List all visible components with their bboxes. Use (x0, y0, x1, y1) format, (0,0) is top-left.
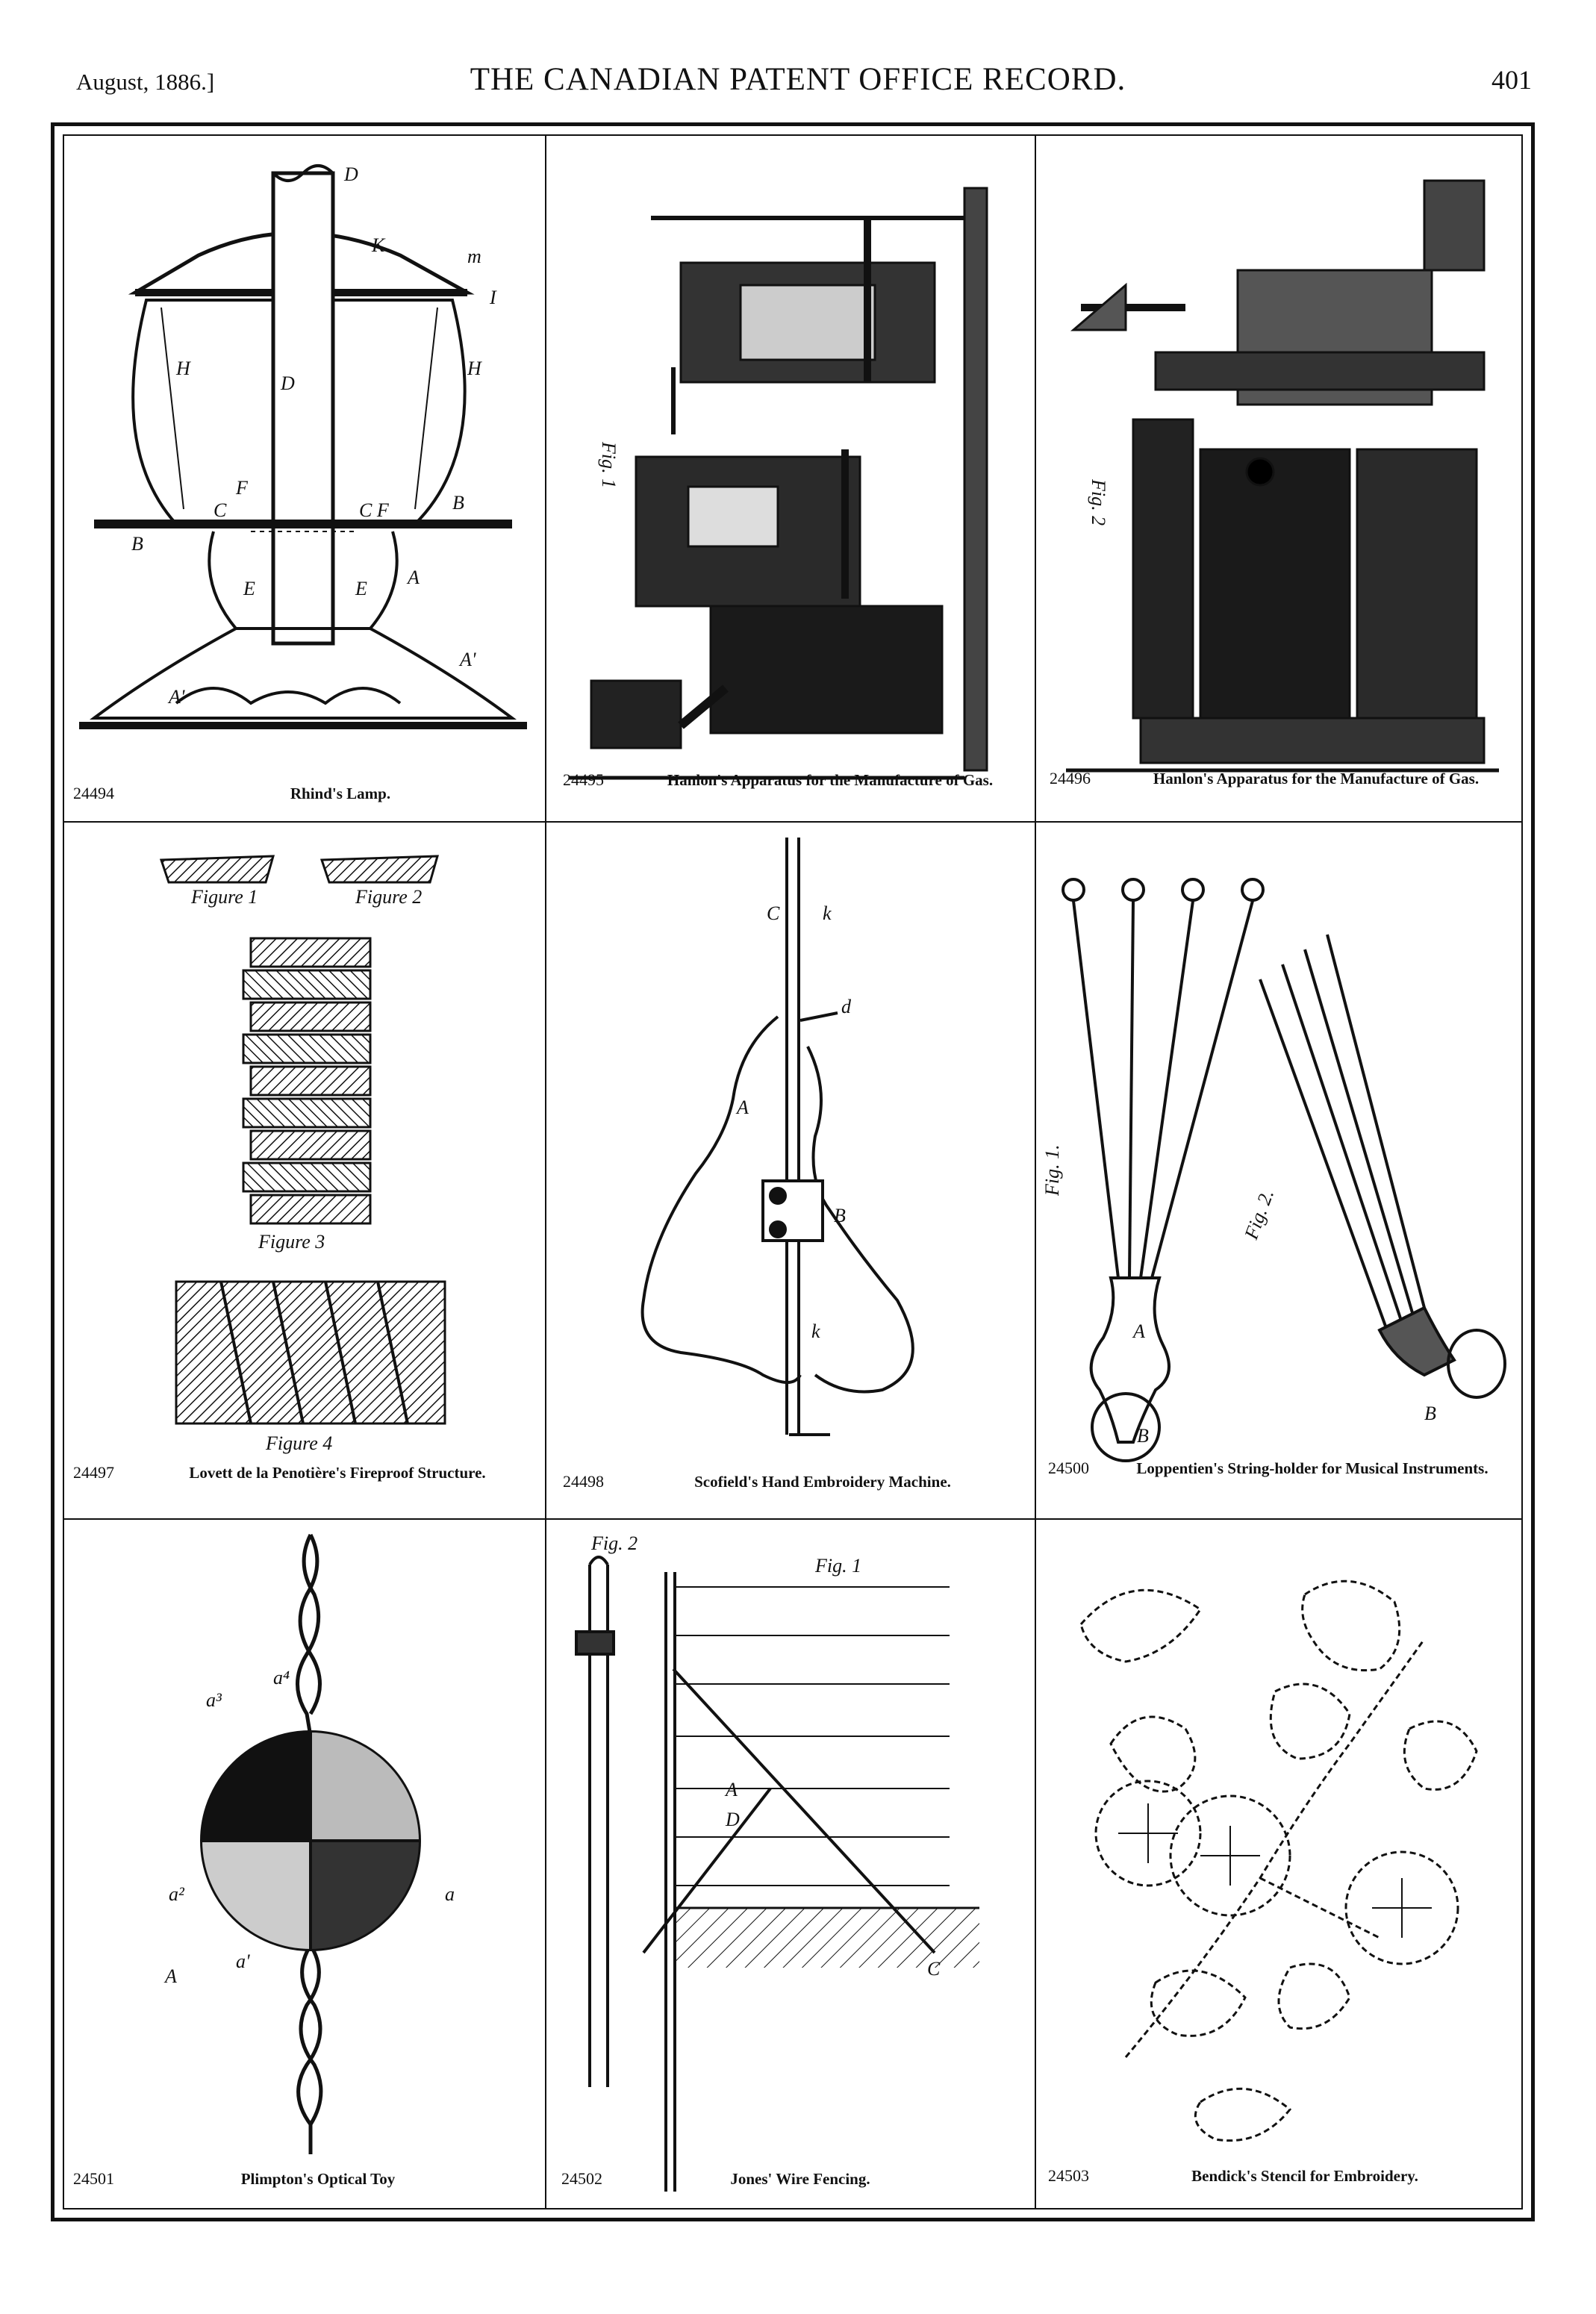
patent-number: 24502 (561, 2169, 602, 2188)
svg-text:B: B (1424, 1403, 1436, 1424)
svg-text:D: D (725, 1809, 740, 1830)
svg-text:A: A (735, 1097, 749, 1118)
patent-number: 24495 (563, 770, 604, 789)
svg-text:C: C (927, 1958, 941, 1980)
patent-caption: Hanlon's Apparatus for the Manufacture o… (667, 771, 994, 789)
outer-frame (51, 122, 1535, 2221)
patent-number: 24496 (1050, 769, 1091, 788)
svg-text:D: D (280, 372, 295, 394)
patent-panel-24500: B A Fig. 1. Fig. 2. B 24500 Loppentien's… (1036, 823, 1521, 1518)
svg-text:Fig. 1: Fig. 1 (598, 441, 620, 488)
patent-number: 24497 (73, 1463, 114, 1482)
svg-text:A': A' (458, 649, 476, 670)
svg-text:E: E (355, 578, 367, 599)
svg-text:F: F (235, 477, 249, 499)
patent-panel-24498: C k d A B k 24498 Scofield's Hand Embroi… (546, 823, 1035, 1518)
publication-title: THE CANADIAN PATENT OFFICE RECORD. (470, 62, 1126, 97)
svg-text:C: C (767, 902, 780, 924)
string-holder-illustration: B A Fig. 1. Fig. 2. B (1041, 878, 1506, 1462)
svg-text:k: k (811, 1320, 820, 1342)
svg-text:A': A' (167, 686, 185, 708)
patent-number: 24503 (1048, 2166, 1089, 2185)
svg-text:H: H (175, 358, 191, 379)
gas-apparatus-illustration: Fig. 1 (569, 187, 988, 780)
svg-text:B: B (834, 1205, 846, 1226)
svg-text:B: B (1137, 1425, 1149, 1447)
svg-text:Figure 4: Figure 4 (265, 1432, 332, 1454)
row-divider (63, 821, 1523, 823)
inner-frame (63, 134, 1523, 2209)
patent-panel-24494: D K m I H H D F C C F B B E E A A' A' 24… (64, 136, 545, 821)
svg-text:a²: a² (169, 1883, 185, 1905)
wire-fencing-illustration: Fig. 2 Fig. 1 A D C (575, 1532, 979, 2192)
patent-panel-24502: Fig. 2 Fig. 1 A D C 24502 Jones' Wire Fe… (546, 1520, 1035, 2209)
svg-text:H: H (467, 358, 482, 379)
patent-caption: Jones' Wire Fencing. (730, 2170, 870, 2188)
svg-text:Figure 2: Figure 2 (355, 886, 422, 908)
row-divider (63, 1518, 1523, 1520)
patent-number: 24494 (73, 784, 114, 802)
svg-text:A: A (724, 1779, 738, 1800)
patent-panel-24503: 24503 Bendick's Stencil for Embroidery. (1036, 1520, 1521, 2209)
column-divider (545, 134, 546, 2209)
svg-text:A: A (1132, 1320, 1145, 1342)
patent-caption: Loppentien's String-holder for Musical I… (1136, 1459, 1489, 1477)
fireproof-structure-illustration: Figure 1 Figure 2 Figure 3 Figure 4 (159, 855, 446, 1454)
svg-text:Fig. 1.: Fig. 1. (1041, 1144, 1063, 1197)
patent-caption: Plimpton's Optical Toy (240, 2170, 396, 2188)
patent-panel-24497: Figure 1 Figure 2 Figure 3 Figure 4 2449… (64, 823, 545, 1518)
svg-text:A: A (406, 567, 420, 588)
svg-text:Fig. 2: Fig. 2 (590, 1532, 638, 1554)
gas-apparatus-illustration: Fig. 2 (1066, 179, 1499, 773)
svg-text:a⁴: a⁴ (273, 1667, 290, 1688)
svg-text:Figure 3: Figure 3 (258, 1231, 325, 1253)
svg-text:d: d (841, 996, 852, 1017)
svg-text:Figure 1: Figure 1 (190, 886, 258, 908)
column-divider (1035, 134, 1036, 2209)
patent-caption: Bendick's Stencil for Embroidery. (1191, 2167, 1418, 2185)
svg-text:Fig. 1: Fig. 1 (814, 1555, 861, 1577)
svg-text:Fig. 2.: Fig. 2. (1240, 1187, 1278, 1243)
embroidery-machine-illustration: C k d A B k (640, 838, 914, 1436)
patent-number: 24500 (1048, 1459, 1089, 1477)
svg-text:E: E (243, 578, 255, 599)
svg-text:C: C (213, 499, 227, 521)
lamp-illustration: D K m I H H D F C C F B B E E A A' A' (79, 163, 527, 729)
patent-caption: Hanlon's Apparatus for the Manufacture o… (1153, 770, 1480, 788)
page-number: 401 (1491, 65, 1532, 95)
patent-panel-24501: a³ a⁴ a² a A a' 24501 Plimpton's Optical… (64, 1520, 545, 2209)
svg-text:Fig. 2: Fig. 2 (1088, 478, 1109, 526)
patent-caption: Lovett de la Penotière's Fireproof Struc… (189, 1464, 486, 1482)
svg-text:m: m (467, 246, 481, 267)
patent-panel-24496: Fig. 2 24496 Hanlon's Apparatus for the … (1036, 136, 1521, 821)
issue-date: August, 1886.] (76, 69, 215, 95)
patent-number: 24501 (73, 2169, 114, 2188)
stencil-illustration (1079, 1579, 1478, 2142)
svg-text:a³: a³ (206, 1689, 222, 1711)
patent-caption: Scofield's Hand Embroidery Machine. (694, 1473, 951, 1491)
patent-panel-24495: Fig. 1 24495 Hanlon's Apparatus for the … (546, 136, 1035, 821)
optical-toy-illustration: a³ a⁴ a² a A a' (163, 1533, 455, 2154)
svg-text:C F: C F (359, 499, 390, 521)
svg-text:k: k (823, 902, 832, 924)
svg-text:a': a' (236, 1950, 250, 1972)
patent-caption: Rhind's Lamp. (290, 785, 391, 802)
svg-text:B: B (131, 533, 143, 555)
svg-text:a: a (445, 1883, 455, 1905)
patent-number: 24498 (563, 1472, 604, 1491)
svg-text:B: B (452, 492, 464, 514)
page-header: August, 1886.] THE CANADIAN PATENT OFFIC… (0, 58, 1596, 110)
svg-text:D: D (343, 163, 358, 185)
svg-text:I: I (489, 287, 497, 308)
svg-text:K: K (371, 234, 386, 256)
svg-text:A: A (163, 1965, 177, 1987)
